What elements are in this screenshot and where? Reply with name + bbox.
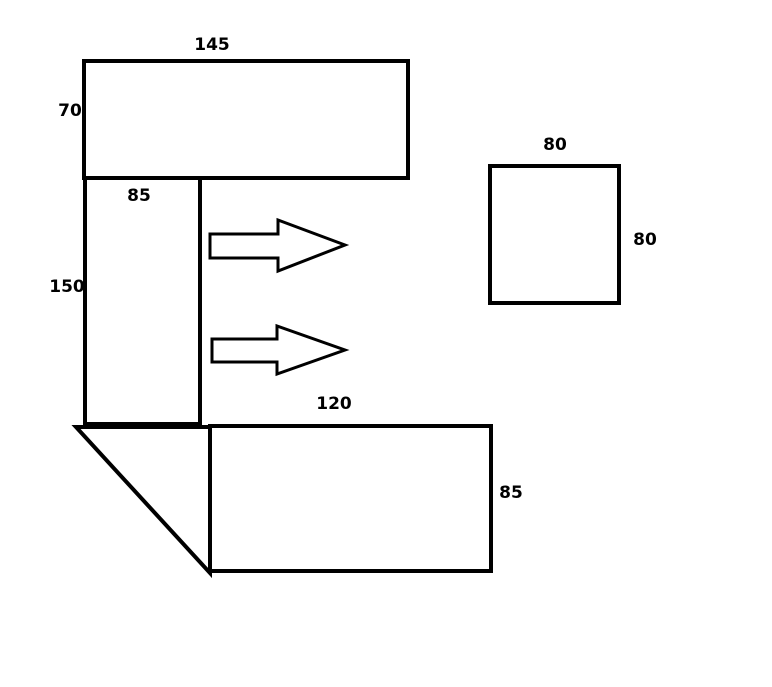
bottom-rectangle-height-label: 85: [499, 483, 523, 503]
bottom-left-triangle: [71, 425, 212, 579]
square-height-label: 80: [633, 230, 657, 250]
bottom-rectangle: [208, 424, 493, 573]
top-rectangle-width-label: 145: [194, 35, 230, 55]
lower-right-arrow: [210, 323, 350, 377]
column-height-label: 150: [49, 277, 85, 297]
top-rectangle: [82, 59, 410, 180]
bottom-rectangle-width-label: 120: [316, 394, 352, 414]
vertical-column-rectangle: [83, 176, 202, 426]
upper-right-arrow: [208, 217, 350, 274]
right-square: [488, 164, 621, 305]
column-width-label: 85: [127, 186, 151, 206]
square-width-label: 80: [543, 135, 567, 155]
top-rectangle-height-label: 70: [58, 101, 82, 121]
